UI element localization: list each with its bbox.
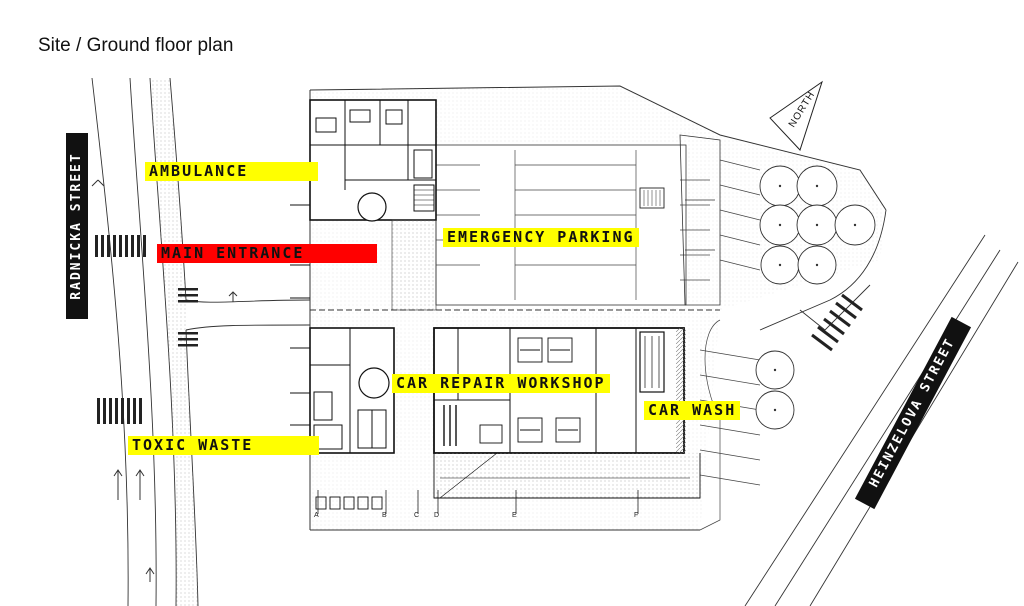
elevator-round-south (358, 367, 390, 399)
label-main-entrance: MAIN ENTRANCE (157, 244, 377, 263)
north-arrow-icon (769, 80, 823, 151)
grid-mark-d: D (434, 512, 440, 519)
north-wing-rooms (310, 100, 436, 190)
label-car-repair-workshop: CAR REPAIR WORKSHOP (392, 374, 610, 393)
crosswalk-south (97, 398, 142, 424)
south-wing-rooms (310, 328, 387, 453)
corridor-dotted (391, 219, 437, 311)
label-car-wash: CAR WASH (644, 401, 741, 420)
elevator-round-north (357, 192, 387, 222)
label-ambulance: AMBULANCE (145, 162, 318, 181)
grid-ticks (317, 490, 639, 514)
tree-cluster-south (755, 350, 795, 430)
radnicka-street-road (91, 77, 311, 606)
page-title: Site / Ground floor plan (38, 35, 234, 56)
grid-mark-b: B (382, 512, 387, 519)
small-stair-block (639, 187, 665, 209)
driveway-strip (679, 134, 721, 306)
label-emergency-parking: EMERGENCY PARKING (443, 228, 639, 247)
sidewalk-dots (150, 78, 198, 606)
road-arrows (91, 179, 238, 582)
north-wing-ticks (290, 169, 310, 299)
workshop-racks (443, 405, 457, 446)
workshop-lower-canopy (433, 453, 701, 499)
grid-mark-a: A (314, 512, 319, 519)
grid-mark-e: E (512, 512, 517, 519)
crosswalk-north (95, 235, 146, 257)
waste-bins (315, 496, 383, 510)
car-lifts (479, 337, 581, 444)
grid-mark-c: C (414, 512, 420, 519)
stair-north (413, 184, 435, 212)
parking-lot (435, 144, 687, 306)
label-toxic-waste: TOXIC WASTE (128, 436, 319, 455)
street-label-radnicka: RADNICKA STREET (66, 133, 88, 319)
heinzelova-street-road (744, 209, 1019, 606)
crosswalk-side (178, 288, 198, 347)
workshop-hatched-edge (676, 328, 686, 453)
south-wing-ticks (290, 347, 310, 426)
heinzelova-crosswalk (811, 293, 863, 352)
grid-mark-f: F (634, 512, 639, 519)
car-wash-bay (639, 331, 665, 393)
